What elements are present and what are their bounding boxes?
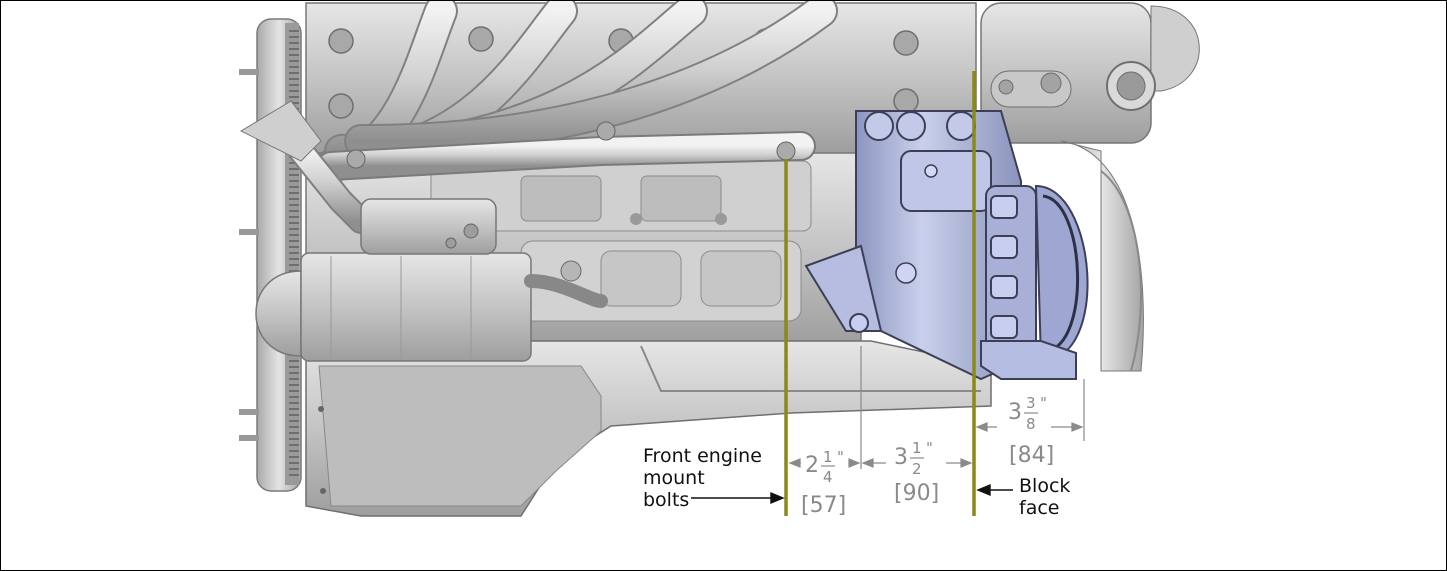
dim-2-unit: "	[926, 439, 933, 457]
flywheel	[239, 18, 302, 492]
dimension-3: 3 3 8 " [84]	[1008, 394, 1054, 468]
front-mount-label-line3: bolts	[643, 489, 689, 511]
dim-3-denominator: 8	[1026, 415, 1036, 433]
dim-1-whole: 2	[805, 453, 819, 478]
dim-1-denominator: 4	[823, 468, 833, 486]
dim-2-denominator: 2	[912, 460, 922, 478]
front-mount-label-line2: mount	[643, 467, 705, 489]
dim-1-metric: [57]	[801, 493, 846, 518]
dim-3-metric: [84]	[1009, 443, 1054, 468]
dimension-2: 3 1 2 " [90]	[894, 439, 939, 506]
water-pump	[980, 2, 1200, 372]
block-face-label-line1: Block	[1019, 475, 1070, 497]
ac-compressor	[804, 110, 1089, 381]
dim-3-whole: 3	[1008, 400, 1022, 425]
dim-3-numerator: 3	[1026, 394, 1036, 412]
starter-motor	[255, 198, 608, 362]
dim-3-unit: "	[1040, 394, 1047, 412]
callout-leaders	[691, 483, 1013, 505]
dim-2-metric: [90]	[894, 481, 939, 506]
dimension-1: 2 1 4 " [57]	[801, 448, 846, 518]
front-mount-label-line1: Front engine	[643, 445, 762, 467]
manifold-flanges	[239, 100, 796, 169]
dim-1-unit: "	[837, 448, 844, 466]
exhaust-manifold	[288, 1, 838, 234]
dim-2-numerator: 1	[912, 439, 922, 457]
dimension-lines	[788, 346, 1085, 469]
dim-1-numerator: 1	[823, 448, 833, 466]
dim-2-whole: 3	[894, 445, 908, 470]
block-face-label-line2: face	[1019, 497, 1059, 519]
